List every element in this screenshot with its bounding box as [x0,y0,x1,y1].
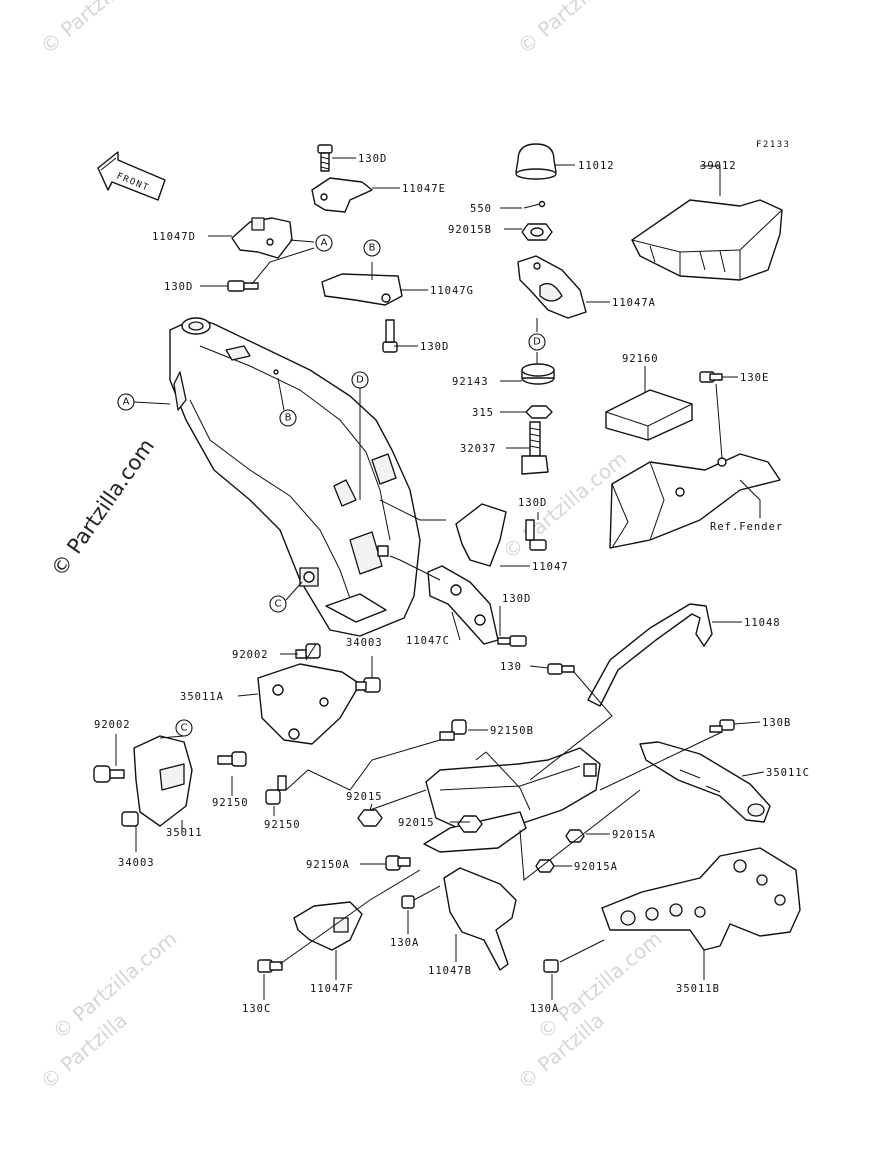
label-130d-1: 130D [358,153,387,165]
label-130d-3: 130D [420,341,449,353]
label-130d-4: 130D [518,497,547,509]
label-315: 315 [472,407,494,419]
label-92160: 92160 [622,353,659,365]
callout-c-frame: C [269,581,303,613]
label-130e: 130E [740,372,769,384]
label-92015a-2: 92015A [574,861,618,873]
callout-d-frame: D [351,371,369,500]
nut-92015b [521,223,553,241]
bracket-35011 [93,735,287,827]
label-34003-2: 34003 [118,857,155,869]
bracket-11047c [427,565,527,647]
label-11047a: 11047A [612,297,656,309]
svg-text:B: B [369,243,376,254]
svg-text:B: B [285,413,292,424]
part-labels: 130D 11047E 11047D 130D 11047G 130D 1101… [94,153,810,1015]
label-130a-2: 130A [530,1003,559,1015]
label-92150-2: 92150 [264,819,301,831]
label-35011: 35011 [166,827,203,839]
label-92015-2: 92015 [398,817,435,829]
front-arrow: FRONT [97,151,166,201]
label-11047g: 11047G [430,285,474,297]
watermark-left-dark: © Partzilla.com [46,434,159,581]
label-ref-fender: Ref.Fender [710,521,783,533]
label-11047c: 11047C [406,635,450,647]
subframe-center [357,719,601,873]
bracket-11047d-group [227,217,293,292]
label-92150b: 92150B [490,725,534,737]
label-92150a: 92150A [306,859,350,871]
bracket-11047b [401,867,517,971]
watermark-top-left: © Partzilla [36,0,132,59]
label-550: 550 [470,203,492,215]
label-92015-1: 92015 [346,791,383,803]
callout-a-top: A [315,234,333,252]
bar-11048 [547,603,713,707]
label-32037: 32037 [460,443,497,455]
label-11047d: 11047D [152,231,196,243]
label-11047b: 11047B [428,965,472,977]
figure-code: F2133 [756,140,791,150]
bracket-35011c [639,719,771,823]
tray-39012 [631,199,783,281]
svg-text:D: D [356,375,364,386]
label-130d-5: 130D [502,593,531,605]
rubber-cap-11012 [515,143,557,180]
stack-parts [521,363,555,551]
label-11047: 11047 [532,561,569,573]
label-35011b: 35011B [676,983,720,995]
ref-fender [609,453,781,549]
svg-text:C: C [181,723,188,734]
callout-d-stack: D [528,333,546,351]
bracket-11047g-group [321,273,403,353]
pin-550 [523,200,546,209]
label-130a-1: 130A [390,937,419,949]
label-11047f: 11047F [310,983,354,995]
label-130d-2: 130D [164,281,193,293]
label-92002-2: 92002 [94,719,131,731]
main-frame [169,317,421,637]
svg-text:A: A [321,238,328,249]
callout-a-frame: A [117,393,171,411]
label-34003-1: 34003 [346,637,383,649]
label-130c: 130C [242,1003,271,1015]
bolt-130e [699,371,723,383]
label-39012: 39012 [700,160,737,172]
callout-c-bracket: C [175,719,193,737]
bracket-35011b [543,847,801,973]
bracket-35011a [257,643,381,745]
svg-text:D: D [533,337,541,348]
cover-11047 [455,503,507,567]
label-130: 130 [500,661,522,673]
label-11047e: 11047E [402,183,446,195]
svg-text:C: C [275,599,282,610]
label-11012: 11012 [578,160,615,172]
watermark-top-right: © Partzilla [513,0,609,59]
bracket-11047f [257,901,363,973]
bracket-11047a [517,255,587,319]
callout-b-top: B [363,239,381,257]
svg-text:A: A [123,397,130,408]
block-92160 [605,389,693,441]
callout-b-frame: B [277,377,297,427]
label-11048: 11048 [744,617,781,629]
label-92015b: 92015B [448,224,492,236]
bracket-11047e-group [311,144,373,213]
label-92002-1: 92002 [232,649,269,661]
label-92150-1: 92150 [212,797,249,809]
label-35011a: 35011A [180,691,224,703]
label-35011c: 35011C [766,767,810,779]
leader-lines [115,157,765,1000]
label-92015a-1: 92015A [612,829,656,841]
label-130b: 130B [762,717,791,729]
label-92143: 92143 [452,376,489,388]
